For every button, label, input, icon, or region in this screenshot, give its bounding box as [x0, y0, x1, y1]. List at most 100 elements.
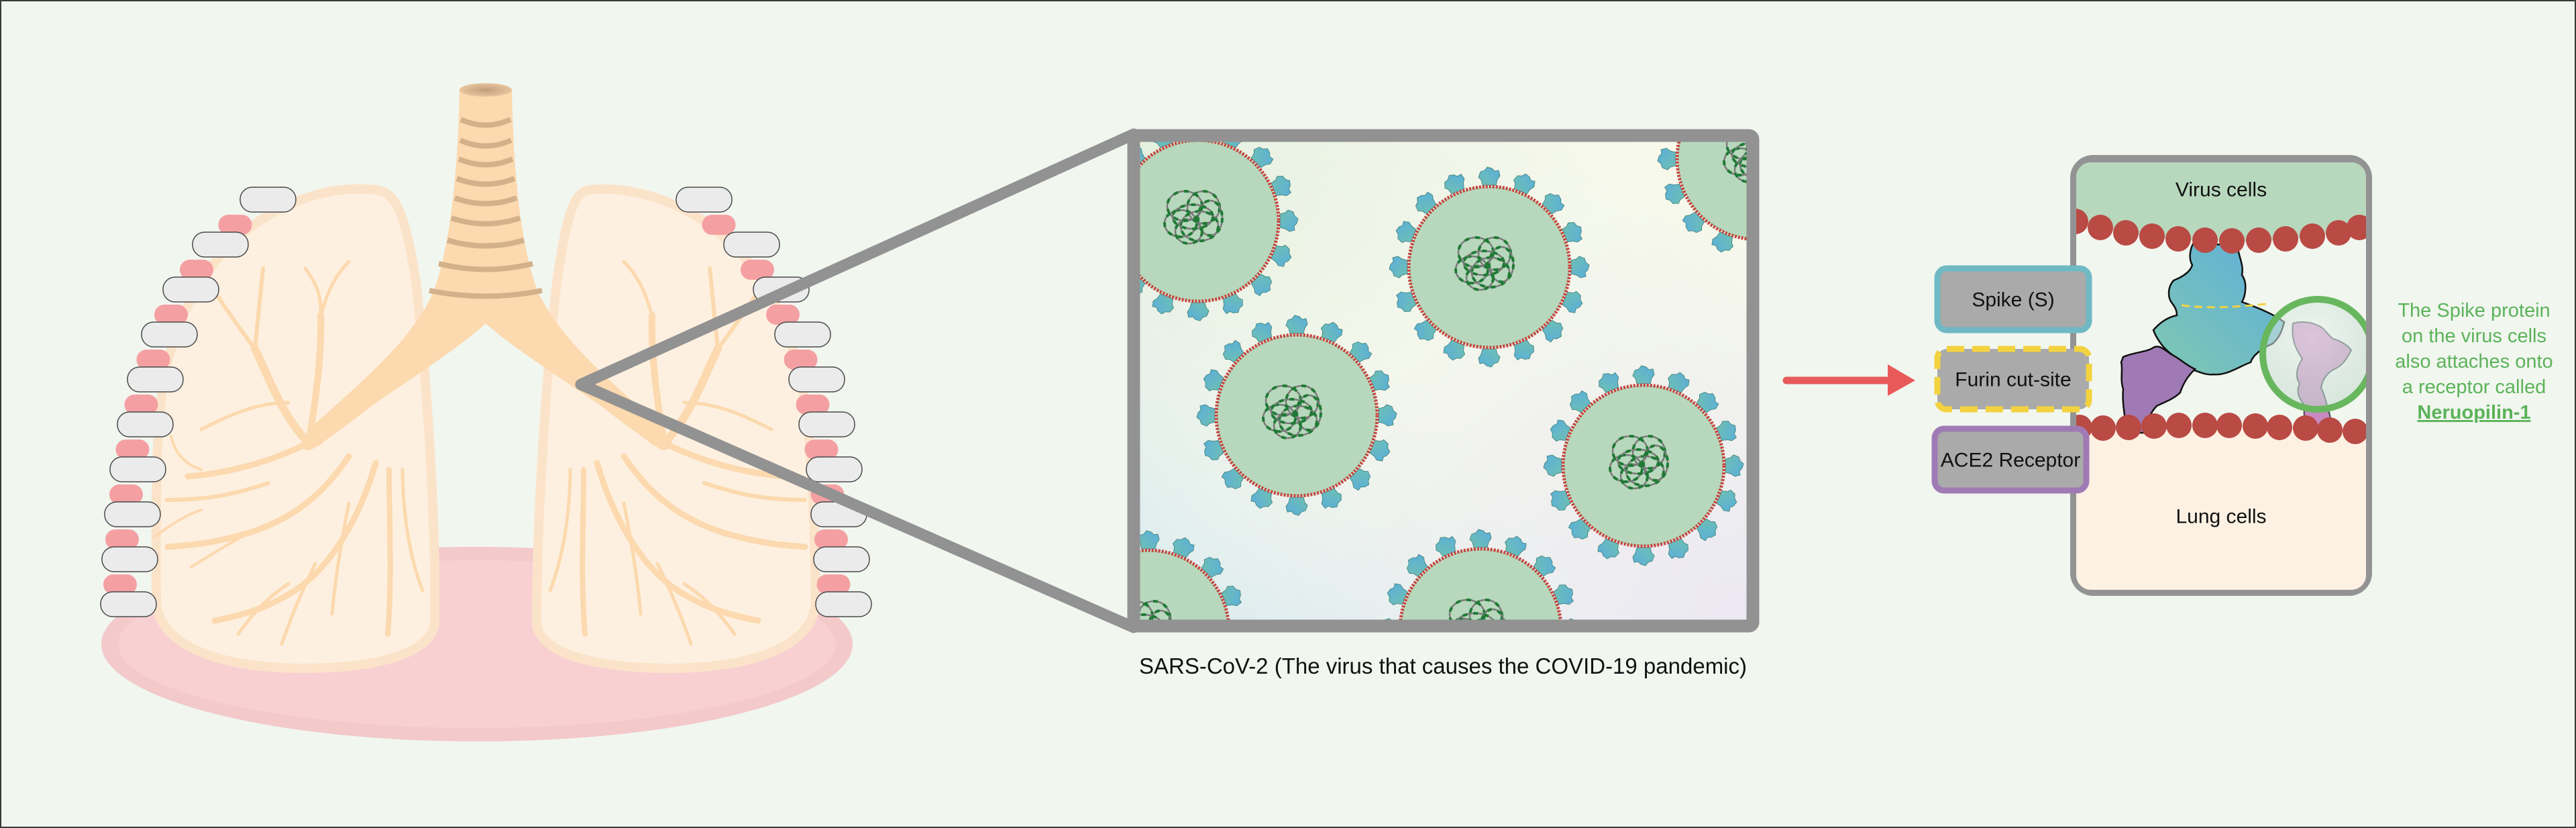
virus-spike	[1432, 701, 1459, 726]
rib	[239, 187, 297, 213]
rib-cartilage	[115, 439, 150, 460]
virus-spike	[1100, 534, 1127, 559]
trachea-ring	[446, 238, 525, 249]
virus-body	[1675, 142, 1747, 241]
membrane-bead	[2300, 223, 2325, 249]
legend-ace2-label: ACE2 Receptor	[1941, 450, 2080, 472]
trachea-ring	[453, 195, 518, 207]
membrane-bead	[2216, 413, 2242, 438]
rib	[117, 411, 174, 437]
virus-zoom-panel: SARS-CoV-2 (The virus that causes the CO…	[1049, 59, 1854, 731]
virus-spike	[1779, 62, 1806, 87]
virus-rna	[1262, 384, 1322, 439]
virus-rna	[1723, 142, 1747, 183]
neuropilin-link[interactable]: Neruopilin-1	[2417, 402, 2530, 423]
trachea-rings	[429, 117, 543, 299]
rib	[104, 501, 161, 527]
trachea-opening	[460, 83, 512, 97]
membrane-bead	[2326, 220, 2351, 246]
membrane-bead	[2166, 413, 2192, 438]
virus-rna	[1609, 435, 1669, 490]
rib-cartilage	[784, 350, 818, 370]
virus-spike	[1049, 620, 1067, 641]
rib	[723, 231, 780, 258]
rib	[774, 321, 831, 348]
neuropilin-highlight-ring	[2259, 296, 2366, 413]
virus-spike	[1070, 552, 1098, 580]
virus-membrane-beads	[2076, 209, 2366, 254]
rib-cage-left	[100, 187, 297, 617]
rib	[788, 366, 845, 393]
rib-cartilage	[124, 395, 158, 415]
neuropilin-note: The Spike protein on the virus cells als…	[2395, 300, 2553, 423]
rib	[101, 546, 158, 572]
trachea-ring	[438, 261, 533, 272]
virus-spike	[1829, 180, 1854, 207]
rib-cartilage	[796, 395, 830, 415]
virus-spike	[1102, 242, 1126, 269]
membrane-bead	[2246, 227, 2271, 253]
membrane-bead	[2088, 215, 2113, 240]
rib-cartilage	[109, 484, 143, 505]
virus-cells-region	[2076, 162, 2366, 242]
membrane-bead	[2293, 415, 2318, 441]
rib	[798, 411, 855, 437]
virus-spike	[1470, 711, 1491, 729]
rib	[109, 456, 166, 482]
virus-spike	[1070, 681, 1098, 709]
virus-spike	[1709, 62, 1736, 87]
virus-spike	[1098, 210, 1116, 231]
rib-cage-right	[676, 187, 872, 617]
note-line-3: also attaches onto	[2395, 351, 2553, 372]
note-line-1: The Spike protein	[2398, 300, 2550, 321]
membrane-bead	[2192, 227, 2218, 253]
lung-cells-label: Lung cells	[2176, 506, 2266, 528]
lung-membrane-beads	[2076, 413, 2366, 444]
rib-cartilage	[136, 350, 170, 370]
rib-cartilage	[816, 574, 851, 594]
virus-spike	[1102, 172, 1126, 199]
virus-particle	[1098, 142, 1299, 321]
virus-spike	[1808, 209, 1836, 238]
virus-cells-label: Virus cells	[2176, 179, 2267, 201]
virus-spike	[1808, 81, 1836, 109]
legend-spike-label: Spike (S)	[1972, 289, 2054, 311]
right-arrow-icon	[1782, 364, 1915, 396]
virus-spike	[1747, 59, 1768, 77]
virus-particle	[1657, 59, 1854, 260]
trachea-ring	[450, 215, 521, 227]
cell-interaction-panel: Virus cells Lung cells	[2070, 155, 2372, 596]
virus-spike	[1199, 681, 1227, 709]
legend: Spike (S) Furin cut-site ACE2 Receptor	[1931, 265, 2092, 494]
rib	[676, 187, 733, 213]
virus-particle	[1049, 530, 1249, 731]
virus-particles	[1049, 59, 1854, 731]
virus-spike	[1679, 81, 1707, 109]
membrane-bead	[2141, 413, 2167, 439]
rib	[815, 591, 872, 617]
ace2-receptor-shape	[2120, 346, 2197, 434]
legend-item-spike[interactable]: Spike (S)	[1934, 265, 2092, 333]
membrane-bead	[2090, 415, 2116, 441]
virus-body	[1399, 547, 1562, 620]
neuropilin-highlight-bubble	[2263, 299, 2366, 409]
legend-item-furin[interactable]: Furin cut-site	[1934, 346, 2092, 413]
trachea-ring	[458, 156, 514, 168]
rib-cartilage	[741, 260, 774, 280]
legend-item-ace2[interactable]: ACE2 Receptor	[1931, 425, 2090, 494]
furin-cut-site-line	[2181, 303, 2267, 309]
virus-rna	[1140, 600, 1173, 620]
virus-spike	[1170, 703, 1197, 727]
virus-spike	[1502, 701, 1529, 726]
rib-cartilage	[702, 215, 736, 235]
membrane-bead	[2317, 417, 2343, 443]
rib-cartilage	[814, 529, 848, 550]
rib	[813, 546, 870, 572]
note-line-4: a receptor called	[2402, 376, 2546, 398]
membrane-bead	[2343, 419, 2366, 444]
membrane-bead	[2192, 413, 2218, 438]
rib	[127, 366, 184, 393]
lungs-illustration	[100, 83, 872, 741]
membrane-bead	[2347, 215, 2366, 240]
virus-spike	[1138, 713, 1159, 731]
